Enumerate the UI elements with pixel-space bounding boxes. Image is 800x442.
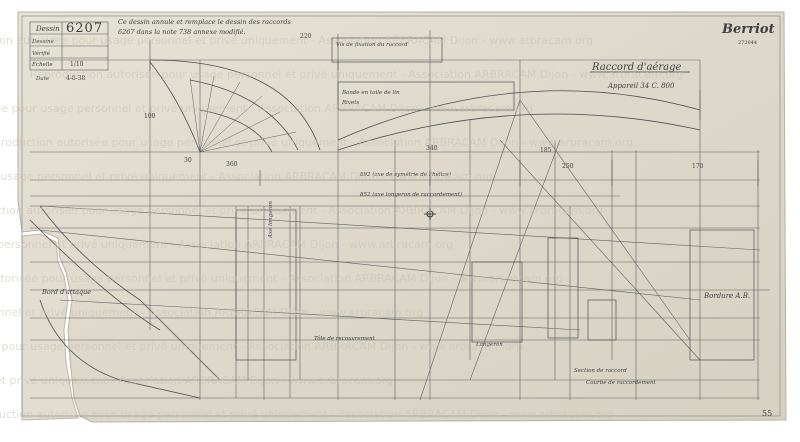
watermark-row-11: Reproduction autorisée pour usage person… bbox=[0, 374, 393, 387]
annotation-bord-attaque: Bord d'attaque bbox=[41, 288, 91, 296]
header-note-line-1: Ce dessin annule et remplace le dessin d… bbox=[118, 18, 291, 26]
watermark-row-1: Reproduction autorisée pour usage person… bbox=[0, 34, 593, 47]
watermark-row-3: Reproduction autorisée pour usage person… bbox=[0, 102, 533, 115]
center-marker bbox=[424, 208, 436, 220]
note-bas: Section de raccord bbox=[574, 368, 627, 374]
note-vis: Vis de fixation du raccord bbox=[336, 42, 408, 48]
watermark-row-6: Reproduction autorisée pour usage person… bbox=[0, 204, 603, 217]
watermark-row-10: Reproduction autorisée pour usage person… bbox=[0, 340, 523, 353]
detail-boxes bbox=[235, 37, 755, 361]
drawing-number-label: Dessin bbox=[35, 25, 60, 33]
drawing-title: Raccord d'aérage bbox=[591, 62, 681, 73]
dim-30: 30 bbox=[184, 157, 192, 164]
watermark-row-12: Reproduction autorisée pour usage person… bbox=[0, 408, 613, 421]
title-block-frame bbox=[29, 21, 109, 71]
dim-892: 892 (axe de symétrie de l'hélice) bbox=[360, 171, 451, 178]
title-block-row-2: Vérifié bbox=[32, 50, 51, 57]
drawing-number: 6207 bbox=[66, 21, 103, 36]
note-longeron: Longeron bbox=[475, 342, 503, 348]
note-courbe: Courbe de raccordement bbox=[586, 380, 657, 386]
paper-tear bbox=[21, 233, 79, 421]
construction-lines bbox=[30, 30, 770, 401]
dim-852: 852 (axe longeron de raccordement) bbox=[360, 191, 462, 198]
header-note-line-2: 6267 dans la note 738 annexe modifié. bbox=[118, 28, 246, 36]
watermark-row-2: Reproduction autorisée pour usage person… bbox=[30, 68, 683, 81]
title-block-scale: 1/10 bbox=[70, 61, 84, 68]
title-block-scale-label: Échelle bbox=[31, 60, 53, 68]
dim-250: 250 bbox=[562, 163, 574, 170]
watermark-row-4: Reproduction autorisée pour usage person… bbox=[0, 136, 633, 149]
paper bbox=[17, 11, 787, 423]
drawing-subtitle: Appareil 34 C. 800 bbox=[607, 82, 675, 90]
note-tole: Tôle de recouvrement bbox=[314, 335, 376, 342]
dimension-ticks bbox=[149, 34, 759, 186]
watermark-row-9: Reproduction autorisée pour usage person… bbox=[0, 306, 423, 319]
watermark-row-5: Reproduction autorisée pour usage person… bbox=[0, 170, 493, 183]
watermark: Reproduction autorisée pour usage person… bbox=[0, 34, 683, 421]
profile-curves bbox=[29, 59, 701, 399]
dim-360: 360 bbox=[226, 161, 238, 168]
logo-text: Berriot bbox=[721, 22, 775, 37]
title-block-row-1: Dessiné bbox=[31, 38, 55, 45]
note-bande: Bande en toile de lin bbox=[341, 90, 400, 96]
logo-ref: 272044 bbox=[738, 40, 757, 46]
dim-185: 185 bbox=[540, 147, 552, 154]
watermark-row-7: Reproduction autorisée pour usage person… bbox=[0, 238, 453, 251]
title-block-date: 4-8-38 bbox=[66, 75, 86, 82]
note-rivets: Rivets bbox=[341, 100, 359, 106]
sheet-number: 55 bbox=[762, 409, 772, 418]
dim-340: 340 bbox=[426, 145, 438, 152]
note-axe-longeron: Axe longeron bbox=[268, 201, 274, 239]
dim-170: 170 bbox=[692, 163, 704, 170]
watermark-row-8: Reproduction autorisée pour usage person… bbox=[0, 272, 563, 285]
radial-fan bbox=[189, 75, 297, 153]
title-block-date-label: Date bbox=[35, 76, 50, 82]
dim-100: 100 bbox=[144, 113, 156, 120]
drawing-border bbox=[21, 15, 781, 417]
annotation-bordure: Bordure A.B. bbox=[703, 292, 750, 300]
dim-220: 220 bbox=[300, 33, 312, 40]
